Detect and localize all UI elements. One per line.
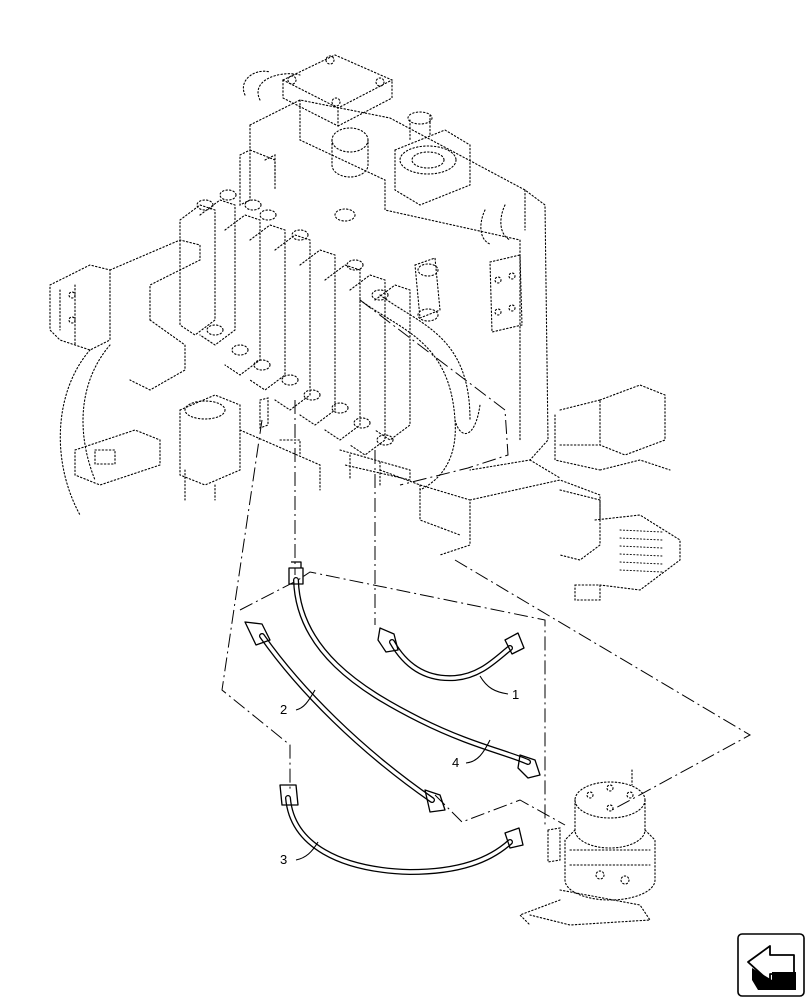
callout-3: 3 [280, 841, 319, 867]
hose-1 [377, 627, 525, 682]
callout-1: 1 [479, 675, 519, 702]
svg-text:3: 3 [280, 852, 287, 867]
svg-text:2: 2 [280, 702, 287, 717]
hose-2 [244, 621, 446, 813]
arrow-return-icon[interactable] [737, 933, 805, 997]
control-valve-assembly [49, 54, 681, 601]
swivel-joint [519, 769, 656, 926]
hose-3 [279, 784, 524, 876]
callout-4: 4 [452, 739, 491, 770]
svg-text:4: 4 [452, 755, 459, 770]
hose-4 [288, 561, 541, 779]
callout-2: 2 [280, 689, 316, 717]
assembly-centerlines [221, 299, 752, 826]
svg-text:1: 1 [512, 687, 519, 702]
